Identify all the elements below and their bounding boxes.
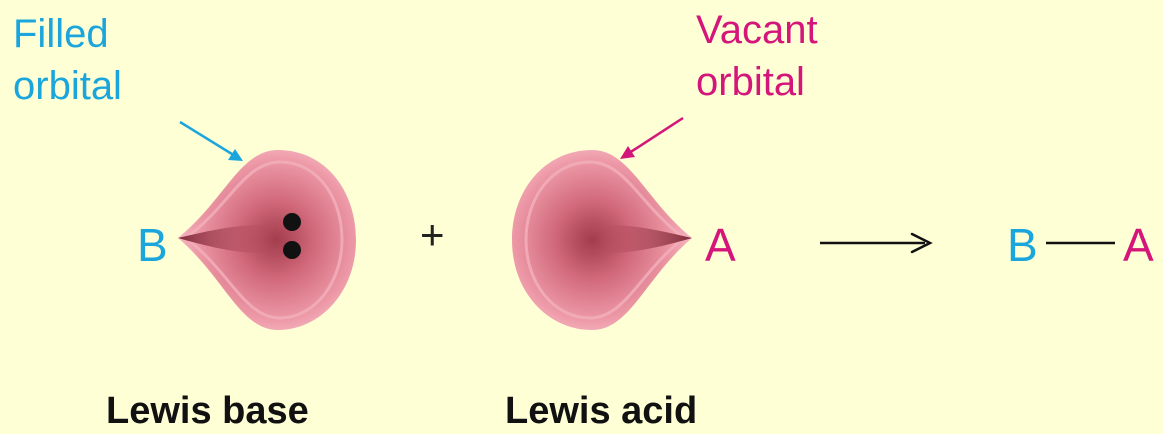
vacant-orbital-label-line1: Vacant bbox=[696, 4, 818, 56]
filled-orbital-label: Filled orbital bbox=[13, 8, 122, 112]
filled-orbital-lobe bbox=[178, 150, 356, 330]
filled-orbital-pointer-arrow bbox=[180, 122, 243, 161]
lone-pair-electron-top bbox=[283, 213, 301, 231]
reaction-arrow bbox=[820, 234, 930, 252]
vacant-orbital-label-line2: orbital bbox=[696, 56, 818, 108]
product-base-atom: B bbox=[1007, 222, 1038, 268]
filled-orbital-label-line2: orbital bbox=[13, 60, 122, 112]
acid-atom-label: A bbox=[705, 222, 736, 268]
vacant-orbital-lobe bbox=[512, 150, 692, 330]
base-atom-label: B bbox=[137, 222, 168, 268]
lewis-acid-caption: Lewis acid bbox=[505, 392, 697, 430]
product-acid-atom: A bbox=[1123, 222, 1154, 268]
plus-sign: + bbox=[420, 214, 445, 256]
vacant-orbital-pointer-arrow bbox=[620, 118, 683, 159]
vacant-orbital-label: Vacant orbital bbox=[696, 4, 818, 108]
filled-orbital-label-line1: Filled bbox=[13, 8, 122, 60]
lewis-base-caption: Lewis base bbox=[106, 392, 309, 430]
lone-pair-electron-bottom bbox=[283, 241, 301, 259]
